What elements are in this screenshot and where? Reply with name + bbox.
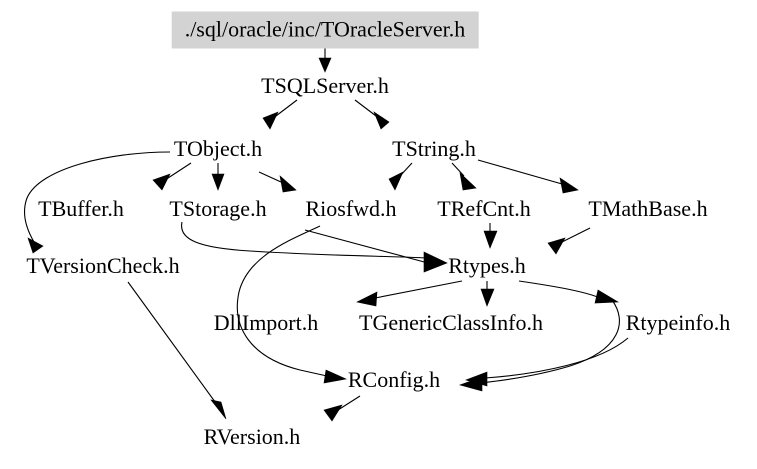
edge-rtypes-to-dllimport — [356, 280, 463, 307]
node-tobject[interactable]: TObject.h — [173, 136, 263, 161]
node-toracleserver[interactable]: ./sql/oracle/inc/TOracleServer.h — [171, 11, 479, 49]
edge-rtypes-to-rtypeinfo — [518, 280, 620, 304]
edge-tobject-to-riosfwd — [258, 171, 297, 193]
edge-tsqlserver-to-tstring — [354, 99, 390, 130]
node-tversioncheck[interactable]: TVersionCheck.h — [26, 253, 180, 278]
node-tsqlserver[interactable]: TSQLServer.h — [261, 73, 389, 98]
edge-tstring-to-riosfwd — [388, 162, 413, 191]
node-tmathbase[interactable]: TMathBase.h — [588, 196, 708, 221]
edge-trefcnt-to-rtypes — [483, 223, 498, 249]
node-tstring[interactable]: TString.h — [392, 136, 476, 161]
edge-riosfwd-to-rconfig — [236, 225, 348, 384]
edge-tstring-to-trefcnt — [451, 162, 477, 191]
edge-toracleserver-to-tsqlserver — [318, 48, 332, 73]
node-rversion[interactable]: RVersion.h — [203, 424, 301, 449]
edge-tsqlserver-to-tobject — [262, 99, 298, 130]
edge-rconfig-to-rversion — [323, 395, 361, 422]
edge-riosfwd-to-rtypes — [304, 229, 448, 273]
node-trefcnt[interactable]: TRefCnt.h — [437, 196, 531, 221]
edge-tstorage-to-rtypes — [181, 221, 428, 259]
edge-rtypes-to-tgenericclassinfo — [480, 281, 495, 307]
edge-rtypeinfo-to-rconfig — [465, 337, 629, 387]
node-dllimport[interactable]: DllImport.h — [213, 310, 319, 335]
node-rtypeinfo[interactable]: Rtypeinfo.h — [625, 310, 731, 335]
node-tbuffer[interactable]: TBuffer.h — [38, 196, 124, 221]
node-tgenericclassinfo[interactable]: TGenericClassInfo.h — [359, 310, 543, 335]
edge-tversioncheck-to-rversion — [127, 281, 227, 420]
node-riosfwd[interactable]: Riosfwd.h — [305, 196, 397, 221]
edge-tobject-to-tbuffer — [152, 162, 192, 191]
edge-tobject-to-tstorage — [211, 163, 225, 191]
edge-tobject-to-tversioncheck — [24, 151, 171, 254]
edge-tmathbase-to-rtypes — [547, 227, 591, 255]
edge-tstring-to-tmathbase — [477, 159, 579, 194]
node-rtypes[interactable]: Rtypes.h — [448, 253, 526, 278]
node-rconfig[interactable]: RConfig.h — [347, 367, 441, 392]
edge-tgenericclassinfo-to-rconfig — [459, 299, 620, 392]
node-tstorage[interactable]: TStorage.h — [169, 196, 267, 221]
